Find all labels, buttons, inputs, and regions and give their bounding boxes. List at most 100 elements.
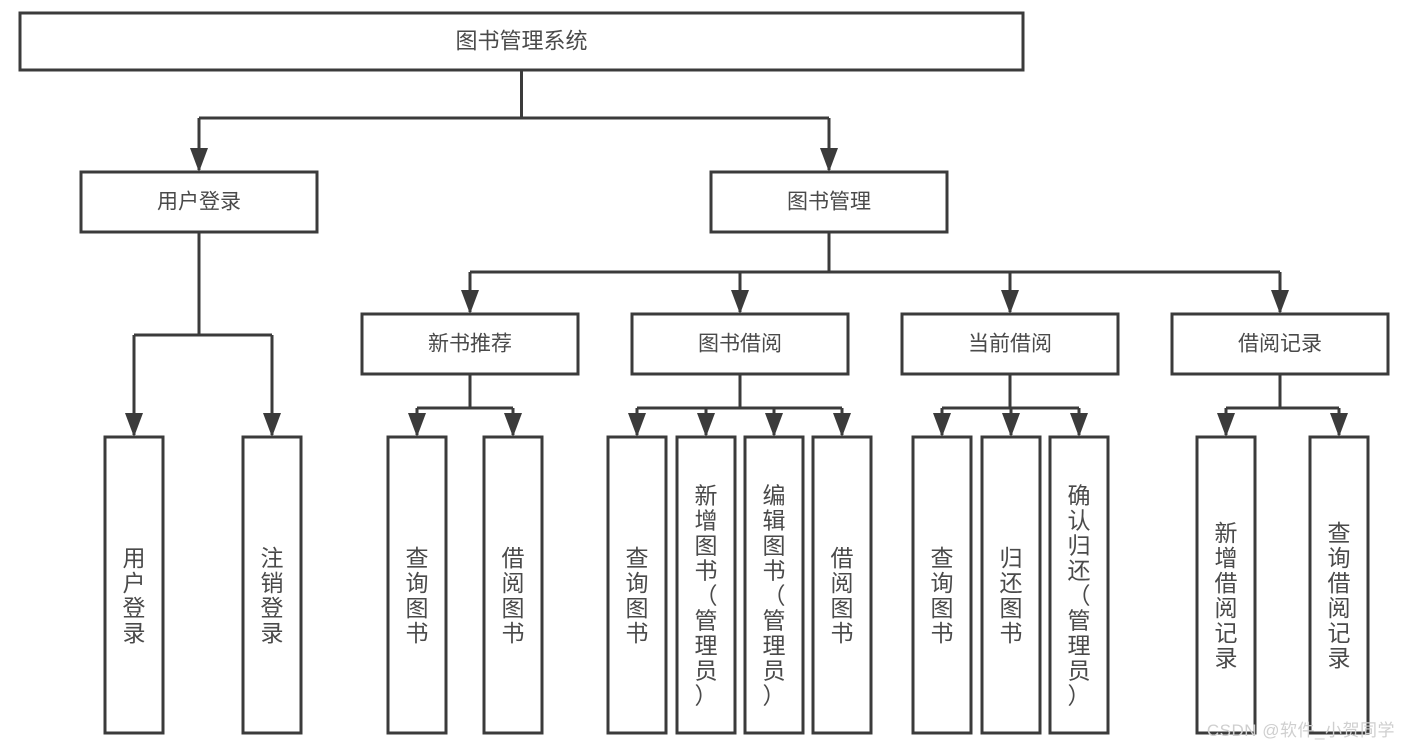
svg-text:书: 书 — [406, 620, 429, 646]
node-box — [606, 435, 668, 735]
node-box — [103, 435, 165, 735]
svg-text:查: 查 — [406, 545, 429, 571]
svg-text:询: 询 — [1328, 545, 1351, 571]
svg-text:录: 录 — [1328, 645, 1351, 671]
svg-text:阅: 阅 — [1328, 595, 1351, 621]
svg-text:书: 书 — [763, 558, 786, 584]
svg-text:员: 员 — [763, 658, 786, 684]
svg-text:记: 记 — [1328, 620, 1351, 646]
node-label: 用户登录 — [123, 545, 146, 646]
svg-text:书: 书 — [931, 620, 954, 646]
node-box — [1048, 435, 1110, 735]
node-level3-0[interactable]: 新书推荐 — [360, 312, 580, 376]
node-label: 图书借阅 — [698, 333, 782, 356]
svg-text:（: （ — [763, 583, 786, 609]
svg-text:理: 理 — [1068, 633, 1091, 659]
svg-text:（: （ — [695, 583, 718, 609]
svg-text:书: 书 — [1000, 620, 1023, 646]
svg-text:户: 户 — [123, 570, 146, 596]
svg-text:新: 新 — [695, 483, 718, 509]
svg-text:书: 书 — [831, 620, 854, 646]
svg-text:图: 图 — [831, 595, 854, 621]
node-level3-3[interactable]: 借阅记录 — [1170, 312, 1390, 376]
svg-text:增: 增 — [1215, 545, 1238, 571]
node-level3-2[interactable]: 当前借阅 — [900, 312, 1120, 376]
node-box — [675, 435, 737, 735]
node-level3-1[interactable]: 图书借阅 — [630, 312, 850, 376]
nodes-layer: 图书管理系统用户登录图书管理新书推荐图书借阅当前借阅借阅记录用户登录注销登录查询… — [18, 11, 1390, 735]
node-box — [900, 312, 1120, 376]
node-leaf-0[interactable]: 用户登录 — [103, 435, 165, 735]
svg-text:阅: 阅 — [502, 570, 525, 596]
svg-text:理: 理 — [763, 633, 786, 659]
node-root[interactable]: 图书管理系统 — [18, 11, 1025, 72]
svg-text:图: 图 — [931, 595, 954, 621]
svg-text:确: 确 — [1068, 483, 1091, 509]
svg-text:询: 询 — [931, 570, 954, 596]
node-box — [18, 11, 1025, 72]
svg-text:图: 图 — [695, 533, 718, 559]
node-box — [241, 435, 303, 735]
svg-text:注: 注 — [261, 545, 284, 571]
svg-text:员: 员 — [695, 658, 718, 684]
svg-text:图: 图 — [1000, 595, 1023, 621]
svg-text:阅: 阅 — [1215, 595, 1238, 621]
svg-text:书: 书 — [502, 620, 525, 646]
node-level2-0[interactable]: 用户登录 — [79, 170, 319, 234]
svg-text:查: 查 — [1328, 520, 1351, 546]
node-label: 图书管理系统 — [455, 28, 587, 53]
node-box — [360, 312, 580, 376]
node-label: 当前借阅 — [968, 333, 1052, 356]
svg-text:图: 图 — [406, 595, 429, 621]
svg-text:辑: 辑 — [763, 508, 786, 534]
svg-text:书: 书 — [626, 620, 649, 646]
svg-text:查: 查 — [626, 545, 649, 571]
svg-text:归: 归 — [1000, 545, 1023, 571]
svg-text:录: 录 — [261, 620, 284, 646]
svg-text:借: 借 — [1215, 570, 1238, 596]
svg-text:员: 员 — [1068, 658, 1091, 684]
svg-text:录: 录 — [1215, 645, 1238, 671]
node-level2-1[interactable]: 图书管理 — [709, 170, 949, 234]
svg-text:归: 归 — [1068, 533, 1091, 559]
node-box — [811, 435, 873, 735]
svg-text:）: ） — [763, 683, 786, 709]
node-box — [911, 435, 973, 735]
node-box — [630, 312, 850, 376]
node-label: 借阅记录 — [1238, 333, 1322, 356]
node-box — [1170, 312, 1390, 376]
svg-text:管: 管 — [763, 608, 786, 634]
svg-text:书: 书 — [695, 558, 718, 584]
node-label: 新书推荐 — [428, 333, 512, 356]
svg-text:记: 记 — [1215, 620, 1238, 646]
svg-text:编: 编 — [763, 483, 786, 509]
svg-text:询: 询 — [626, 570, 649, 596]
node-box — [980, 435, 1042, 735]
node-box — [1308, 435, 1370, 735]
watermark-label: CSDN @软件_小贺同学 — [1206, 721, 1395, 740]
svg-text:查: 查 — [931, 545, 954, 571]
